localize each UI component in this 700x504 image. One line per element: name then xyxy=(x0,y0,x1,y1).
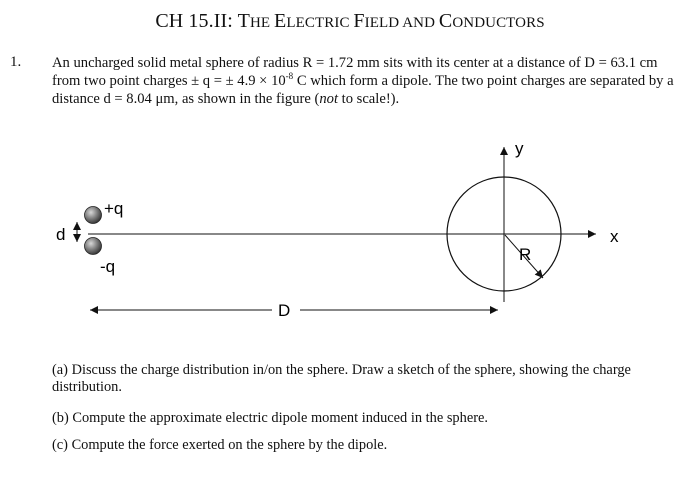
title-smallcaps: HE xyxy=(249,15,275,31)
radius-arrow xyxy=(504,234,544,279)
title-letter: F xyxy=(353,10,365,32)
title-chapter: CH 15.II: xyxy=(155,10,238,32)
title-smallcaps: IELD AND xyxy=(364,15,439,31)
R-label: R xyxy=(519,245,531,264)
title-smallcaps: ONDUCTORS xyxy=(452,15,545,31)
metal-sphere xyxy=(446,176,562,292)
question-a: (a) Discuss the charge distribution in/o… xyxy=(52,362,631,395)
problem-number: 1. xyxy=(10,54,22,70)
d-label: d xyxy=(56,225,65,244)
problem-text: An uncharged solid metal sphere of radiu… xyxy=(52,55,658,89)
y-axis-label: y xyxy=(515,139,524,158)
positive-charge xyxy=(84,206,102,224)
title-letter: E xyxy=(274,10,287,32)
question-c: (c) Compute the force exerted on the sph… xyxy=(52,437,388,453)
title-letter: C xyxy=(438,10,453,32)
plus-q-label: +q xyxy=(104,199,123,218)
title-letter: T xyxy=(237,10,250,32)
problem-text: C which form a dipole. The two point cha… xyxy=(52,73,674,107)
negative-charge xyxy=(84,237,102,255)
x-axis-label: x xyxy=(610,227,619,246)
D-label: D xyxy=(278,301,290,320)
dipole-sphere-figure: y x +q -q d R D xyxy=(56,139,619,320)
page-title: CH 15.II: THE ELECTRIC FIELD AND CONDUCT… xyxy=(0,10,700,33)
exponent: -8 xyxy=(285,71,294,81)
italic-word: not xyxy=(319,91,338,107)
title-smallcaps: LECTRIC xyxy=(286,15,354,31)
problem-text: to scale!). xyxy=(338,91,400,107)
problem-statement: An uncharged solid metal sphere of radiu… xyxy=(52,54,678,108)
minus-q-label: -q xyxy=(100,257,115,276)
question-b: (b) Compute the approximate electric dip… xyxy=(52,410,488,426)
